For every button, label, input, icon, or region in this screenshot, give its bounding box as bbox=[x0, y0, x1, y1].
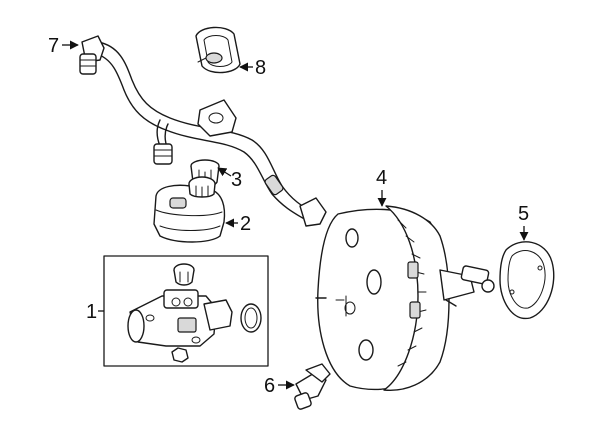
callout-4: 4 bbox=[376, 167, 387, 207]
callout-7: 7 bbox=[48, 35, 79, 57]
grommet-8-part bbox=[195, 26, 241, 74]
callout-1: 1 bbox=[86, 301, 104, 323]
callout-6: 6 bbox=[264, 375, 295, 397]
callout-8: 8 bbox=[239, 57, 266, 79]
callout-7-label: 7 bbox=[48, 35, 59, 57]
fitting-6-part bbox=[294, 363, 331, 410]
fluid-reservoir-2-part bbox=[153, 176, 226, 243]
callout-1-label: 1 bbox=[86, 301, 97, 323]
brake-booster-4-part bbox=[315, 205, 495, 391]
connector-7-part bbox=[79, 35, 105, 75]
callout-5-label: 5 bbox=[518, 203, 529, 225]
gasket-5-part bbox=[499, 241, 555, 320]
callout-5: 5 bbox=[518, 203, 529, 241]
callout-2: 2 bbox=[225, 213, 251, 235]
callout-8-label: 8 bbox=[255, 57, 266, 79]
callout-2-label: 2 bbox=[240, 213, 251, 235]
callout-3-leader bbox=[217, 167, 232, 177]
master-cylinder-1-part bbox=[103, 255, 269, 367]
callout-6-label: 6 bbox=[264, 375, 275, 397]
vacuum-hose-part bbox=[79, 35, 327, 227]
callout-3-label: 3 bbox=[231, 169, 242, 191]
callout-4-label: 4 bbox=[376, 167, 387, 189]
callout-3: 3 bbox=[217, 167, 242, 191]
